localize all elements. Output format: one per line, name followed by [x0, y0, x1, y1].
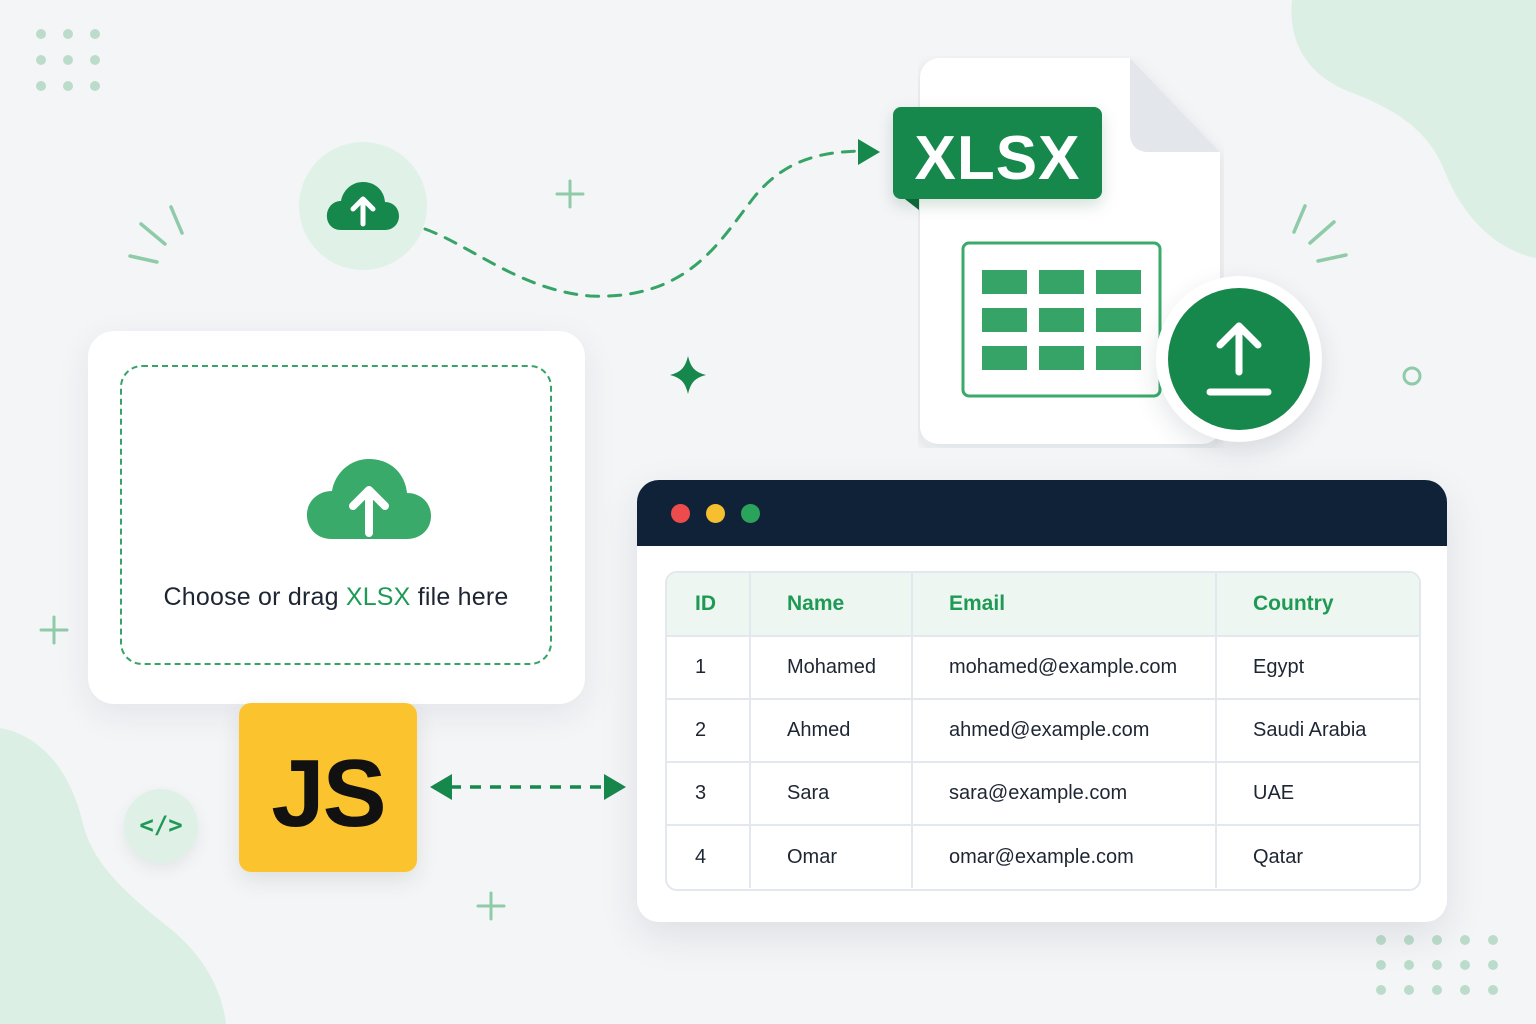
code-brackets-icon: </> — [139, 811, 183, 839]
browser-window: ID Name Email Country 1 Mohamed mohamed@… — [637, 480, 1447, 922]
cell-id: 3 — [667, 762, 751, 826]
plus-signs — [39, 179, 585, 921]
cell-country: Qatar — [1253, 845, 1304, 868]
table-row[interactable]: 4 Omar omar@example.com Qatar — [667, 825, 1419, 888]
cloud-upload-icon — [306, 459, 431, 539]
cell-id: 2 — [667, 699, 751, 763]
file-drop-zone[interactable]: Choose or drag XLSX file here — [120, 365, 552, 665]
window-minimize-dot[interactable] — [706, 504, 725, 523]
cell-email: ahmed@example.com — [912, 699, 1217, 763]
cell-name: Sara — [750, 762, 913, 826]
drop-zone-label: Choose or drag XLSX file here — [163, 583, 509, 611]
xlsx-label-tail — [901, 196, 919, 210]
javascript-logo-text: JS — [271, 740, 386, 847]
spreadsheet-grid-icon — [961, 241, 1162, 398]
upload-badge-fill — [1168, 288, 1310, 430]
cell-name: Mohamed — [750, 636, 913, 700]
table-header-row: ID Name Email Country — [667, 573, 1419, 637]
cell-country: Egypt — [1216, 636, 1419, 700]
double-arrow-left-head — [430, 774, 452, 800]
cloud-upload-badge — [299, 142, 427, 270]
table-row[interactable]: 1 Mohamed mohamed@example.com Egypt — [667, 636, 1419, 700]
column-header-id[interactable]: ID — [667, 573, 751, 637]
top-right-blob — [1291, 0, 1536, 258]
dashed-flow-line — [423, 149, 862, 298]
cell-id: 4 — [667, 825, 751, 888]
table-row[interactable]: 2 Ahmed ahmed@example.com Saudi Arabia — [667, 699, 1419, 763]
double-arrow-right-head — [604, 774, 626, 800]
spark-lines-right — [1292, 204, 1348, 263]
flow-arrowhead — [858, 139, 880, 165]
column-header-country[interactable]: Country — [1216, 573, 1419, 637]
browser-title-bar — [637, 480, 1447, 546]
column-header-name[interactable]: Name — [750, 573, 913, 637]
xlsx-label-text: XLSX — [914, 124, 1081, 193]
cloud-upload-icon — [326, 182, 399, 230]
cell-email: sara@example.com — [912, 762, 1217, 826]
cell-country: Saudi Arabia — [1216, 699, 1419, 763]
cell-id: 1 — [667, 636, 751, 700]
cell-name: Omar — [750, 825, 913, 888]
ring-icon — [1402, 366, 1422, 386]
dot-grid-bottom-right — [1376, 935, 1498, 995]
code-icon-badge: </> — [124, 789, 198, 863]
cell-country: UAE — [1216, 762, 1419, 826]
window-close-dot[interactable] — [671, 504, 690, 523]
cell-name: Ahmed — [750, 699, 913, 763]
bottom-left-blob — [0, 728, 226, 1024]
file-upload-button[interactable] — [1156, 276, 1322, 442]
sparkle-icon — [670, 356, 706, 394]
column-header-email[interactable]: Email — [912, 573, 1217, 637]
table-row[interactable]: 3 Sara sara@example.com UAE — [667, 762, 1419, 826]
spark-lines-left — [128, 205, 184, 264]
file-drop-card: Choose or drag XLSX file here — [88, 331, 585, 704]
cell-email: omar@example.com — [912, 825, 1217, 888]
javascript-logo: JS — [239, 703, 417, 872]
data-table: ID Name Email Country 1 Mohamed mohamed@… — [667, 573, 1419, 888]
data-table-container: ID Name Email Country 1 Mohamed mohamed@… — [665, 571, 1421, 891]
upload-arrow-icon — [1206, 322, 1272, 396]
window-maximize-dot[interactable] — [741, 504, 760, 523]
xlsx-file-label: XLSX — [893, 107, 1102, 199]
dot-grid-top-left — [36, 29, 100, 91]
cell-email: mohamed@example.com — [912, 636, 1217, 700]
